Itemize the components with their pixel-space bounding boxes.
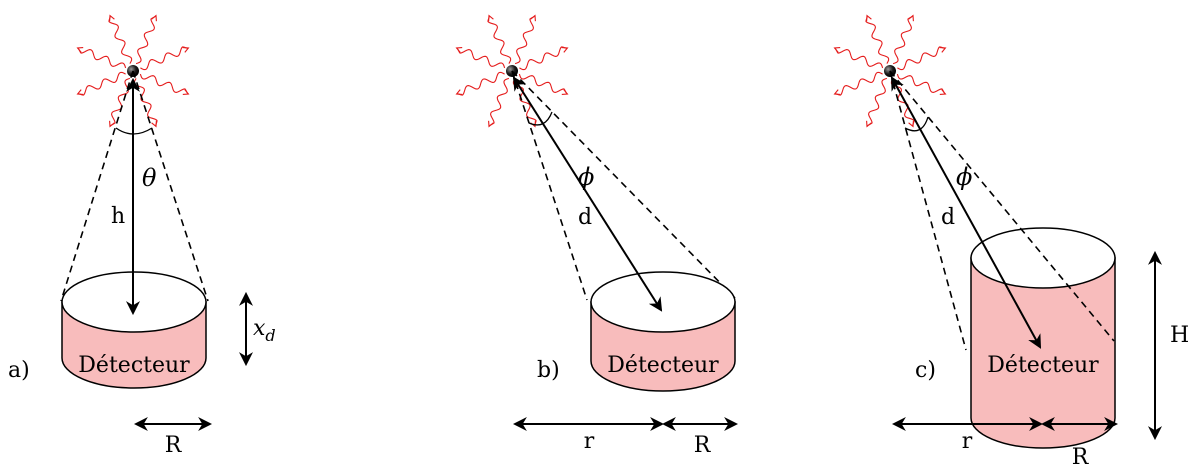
radiation-ray bbox=[456, 47, 506, 69]
radiation-ray bbox=[108, 15, 133, 64]
radiation-ray-arrowhead bbox=[530, 14, 536, 22]
panel-c-detector-label: Détecteur bbox=[987, 353, 1099, 378]
panel-c-cone-right bbox=[889, 70, 1115, 342]
radiation-ray-arrowhead bbox=[109, 14, 115, 22]
panel-b: ϕ d b) Détecteur r R bbox=[455, 14, 739, 458]
panel-a-tag: a) bbox=[8, 358, 30, 383]
radiation-ray-arrowhead bbox=[908, 120, 914, 128]
radiation-ray-arrowhead bbox=[939, 89, 947, 95]
radiation-ray-arrowhead bbox=[76, 47, 84, 53]
panel-b-detector-label: Détecteur bbox=[607, 353, 719, 378]
radiation-ray-arrowhead bbox=[488, 120, 494, 128]
radiation-ray bbox=[139, 73, 189, 95]
radiation-ray bbox=[487, 15, 512, 64]
radiation-ray bbox=[456, 71, 505, 96]
panel-c-distance-arrow bbox=[890, 76, 1042, 349]
radiation-ray-arrowhead bbox=[151, 120, 157, 128]
radiation-ray-arrowhead bbox=[182, 47, 190, 53]
panel-c-tag: c) bbox=[915, 358, 936, 383]
panel-a-cone-left bbox=[60, 70, 134, 302]
panel-a-thickness-sub: d bbox=[265, 326, 275, 345]
radiation-ray-arrowhead bbox=[939, 47, 947, 53]
radiation-ray-arrowhead bbox=[866, 120, 872, 128]
radiation-ray bbox=[77, 47, 127, 69]
panel-c-height-label: H bbox=[1170, 323, 1189, 348]
panel-a-angle-label: θ bbox=[142, 164, 157, 192]
radiation-ray-arrowhead bbox=[455, 47, 463, 53]
panel-a-detector-label: Détecteur bbox=[78, 353, 190, 378]
panel-b-offset-label: r bbox=[584, 429, 595, 454]
panel-c: ϕ d c) Détecteur H r R bbox=[833, 14, 1189, 470]
radiation-ray bbox=[519, 46, 568, 71]
radiation-ray-arrowhead bbox=[561, 47, 569, 53]
radiation-ray bbox=[109, 77, 131, 127]
panel-b-tag: b) bbox=[537, 358, 560, 383]
radiation-ray-arrowhead bbox=[833, 47, 841, 53]
panel-a-cone-right bbox=[132, 70, 209, 302]
radiation-ray-arrowhead bbox=[488, 14, 494, 22]
radiation-ray bbox=[834, 47, 884, 69]
panel-c-radius-label: R bbox=[1072, 445, 1090, 470]
radiation-ray-arrowhead bbox=[833, 89, 841, 95]
radiation-ray bbox=[514, 15, 536, 65]
radiation-ray bbox=[897, 46, 946, 71]
panel-b-radius-label: R bbox=[694, 433, 712, 458]
radiation-ray-arrowhead bbox=[151, 14, 157, 22]
panel-b-cone-left bbox=[511, 70, 588, 301]
radiation-ray bbox=[892, 15, 914, 65]
radiation-ray bbox=[865, 15, 890, 64]
radiation-ray bbox=[77, 71, 126, 96]
radiation-ray bbox=[488, 77, 510, 127]
panel-a-distance-label: h bbox=[111, 204, 125, 229]
panel-a-thickness-label: xd bbox=[253, 316, 276, 345]
panel-b-distance-label: d bbox=[578, 205, 592, 230]
radiation-ray-arrowhead bbox=[561, 89, 569, 95]
panel-c-offset-label: r bbox=[962, 429, 973, 454]
radiation-ray-arrowhead bbox=[109, 120, 115, 128]
radiation-ray bbox=[518, 73, 568, 95]
panel-a: θ h a) Détecteur xd R bbox=[8, 14, 276, 458]
panel-a-thickness-main: x bbox=[253, 316, 266, 341]
radiation-ray-arrowhead bbox=[455, 89, 463, 95]
radiation-ray bbox=[135, 15, 157, 65]
radiation-ray-arrowhead bbox=[76, 89, 84, 95]
radiation-ray-arrowhead bbox=[866, 14, 872, 22]
panel-a-source bbox=[76, 14, 190, 128]
panel-c-distance-label: d bbox=[941, 205, 955, 230]
radiation-ray bbox=[866, 77, 888, 127]
radiation-ray-arrowhead bbox=[908, 14, 914, 22]
panel-b-angle-label: ϕ bbox=[578, 163, 594, 191]
panel-b-cone-right bbox=[511, 70, 736, 299]
panel-a-radius-label: R bbox=[165, 433, 183, 458]
radiation-ray bbox=[834, 71, 883, 96]
radiation-ray bbox=[896, 73, 946, 95]
radiation-ray-arrowhead bbox=[182, 89, 190, 95]
radiation-ray bbox=[140, 46, 189, 71]
panel-c-angle-label: ϕ bbox=[956, 163, 972, 191]
panel-b-distance-arrow bbox=[512, 76, 663, 312]
